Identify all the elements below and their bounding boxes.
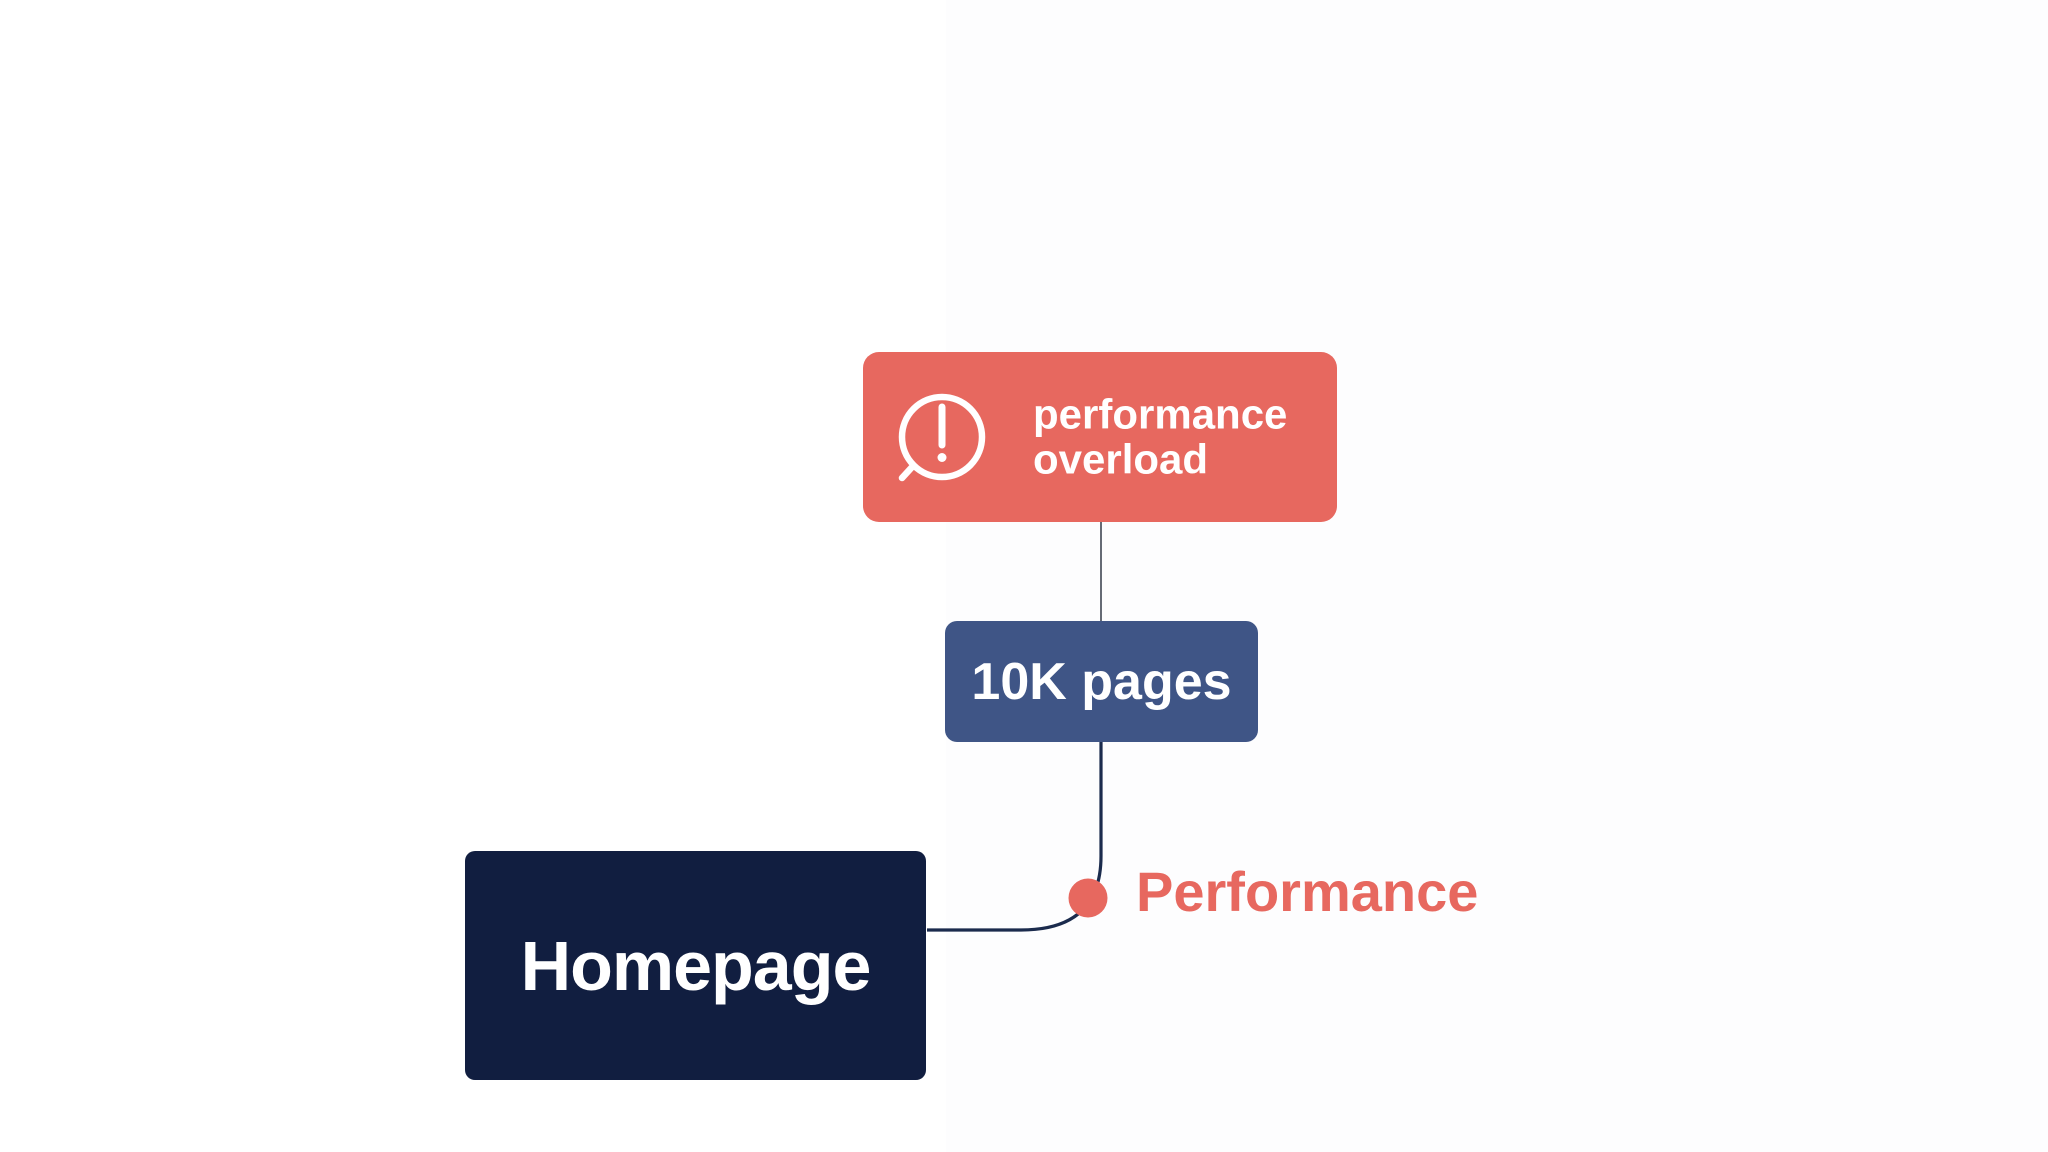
node-10k-pages: 10K pages [945,621,1258,742]
homepage-node-label: Homepage [520,926,872,1005]
alert-label-line-1: performance [1033,390,1288,438]
node-homepage: Homepage [465,851,926,1080]
branch-label-performance: Performance [1136,860,1479,923]
node-performance-overload: performance overload [863,352,1337,522]
pages-node-label: 10K pages [971,652,1232,711]
connector-pages-to-homepage [927,742,1103,932]
alert-label-line-2: overload [1033,435,1209,482]
alert-node-label: performance overload [1033,392,1287,481]
alert-magnifier-icon [879,374,1005,500]
branch-dot [1068,878,1108,918]
